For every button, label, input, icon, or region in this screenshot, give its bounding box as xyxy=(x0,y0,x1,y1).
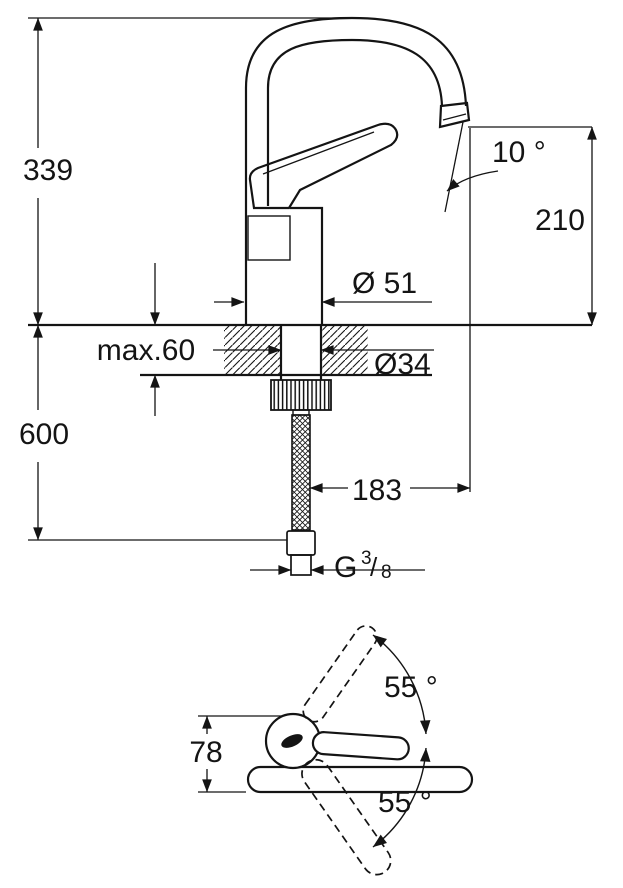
dim-183-label: 183 xyxy=(352,474,402,507)
spout-outlet xyxy=(438,101,471,129)
spout-inner-curve xyxy=(266,38,444,206)
dim-210-label: 210 xyxy=(535,204,585,237)
dim-body-diameter: Ø 51 xyxy=(214,267,432,307)
tilt-axis-line xyxy=(444,121,464,213)
dim-swivel-up: 55 ° xyxy=(372,634,438,735)
aerator-line xyxy=(442,113,467,121)
swivel-arc-up xyxy=(372,634,431,735)
dim-total-height: 339 xyxy=(23,17,360,326)
dim-dia34-label: Ø34 xyxy=(374,348,431,381)
angle-leader-arrow xyxy=(446,170,499,192)
dim-78-label: 78 xyxy=(189,736,222,769)
thread-numerator: 3 xyxy=(361,548,372,569)
lever-position-up xyxy=(302,625,378,723)
lever-solid xyxy=(311,731,410,761)
dim-339-label: 339 xyxy=(23,154,73,187)
lever-crease-line xyxy=(262,131,375,175)
angle-55-down-label: 55 ° xyxy=(378,786,432,819)
swivel-arc-down xyxy=(372,747,431,848)
hose-end-fitting xyxy=(290,554,312,576)
angle-10-label: 10 ° xyxy=(492,136,546,169)
dim-hose-length: 600 xyxy=(19,324,287,541)
lever-handle xyxy=(248,122,399,210)
lever-position-center xyxy=(311,731,410,761)
hose-end-nut xyxy=(286,530,316,556)
top-view: 78 55 ° 55 ° xyxy=(189,625,474,876)
thread-denominator: 8 xyxy=(381,562,392,583)
dim-swivel-down: 55 ° xyxy=(372,747,432,848)
supply-hose xyxy=(291,414,311,531)
mounting-nut xyxy=(270,379,332,411)
base-top-view xyxy=(246,765,474,794)
angle-55-up-label: 55 ° xyxy=(384,671,438,704)
lever-slot xyxy=(281,734,303,748)
dim-600-label: 600 xyxy=(19,418,69,451)
dim-spout-angle: 10 ° xyxy=(444,121,592,213)
mounting-assembly xyxy=(270,325,332,576)
dim-thread: G 3 / 8 xyxy=(250,548,425,584)
dim-projection: 183 xyxy=(309,128,471,507)
dim-lever-height: 78 xyxy=(189,715,282,793)
dim-max60-label: max.60 xyxy=(97,334,195,367)
lever-dashed-up xyxy=(302,625,378,723)
lever-position-down xyxy=(301,758,392,876)
thread-g: G xyxy=(334,551,357,584)
faucet-outline xyxy=(244,16,471,325)
body-detail-panel xyxy=(247,215,291,261)
dim-hole-diameter: Ø34 xyxy=(213,345,434,381)
dim-spout-height: 210 xyxy=(535,126,597,326)
lever-dashed-down xyxy=(301,758,392,876)
side-view: 339 600 max.60 Ø34 xyxy=(19,16,597,584)
thread-slash: / xyxy=(370,552,378,582)
thread-label: G 3 / 8 xyxy=(334,548,392,584)
body-right-edge xyxy=(290,206,324,325)
dim-mounting-thickness: max.60 xyxy=(97,263,195,416)
dim-dia51-label: Ø 51 xyxy=(352,267,417,300)
spout-outer-curve xyxy=(244,16,468,325)
